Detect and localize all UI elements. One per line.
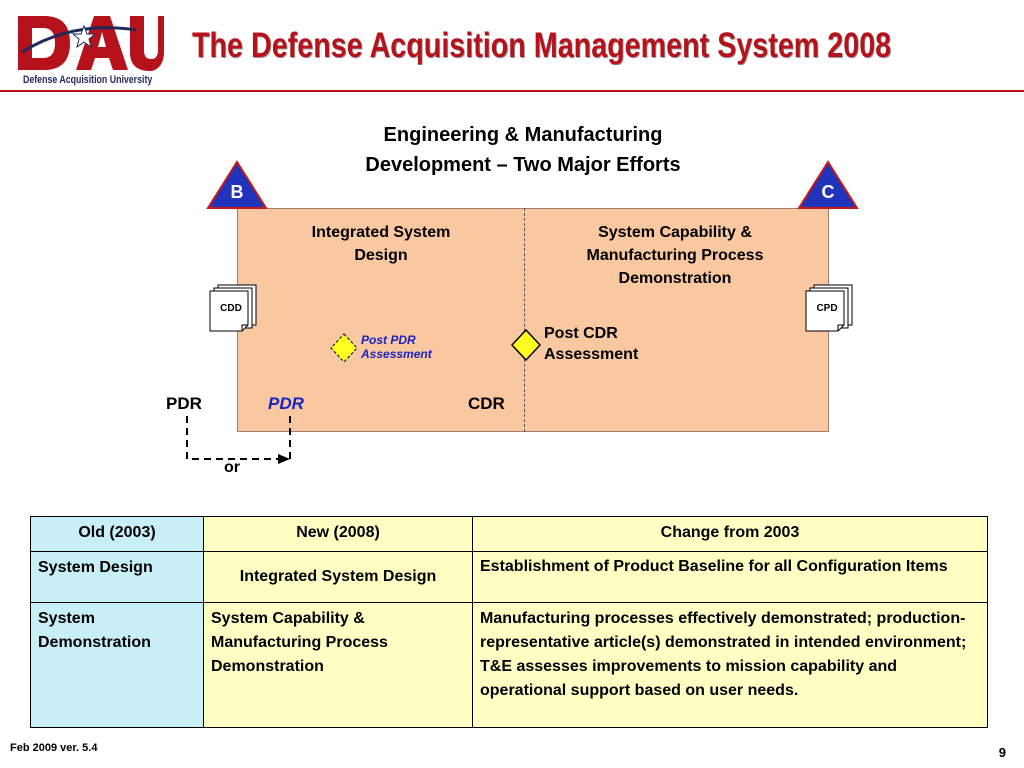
dau-logo-mark: [18, 16, 164, 71]
table-cell-new: Integrated System Design: [203, 551, 473, 603]
pdr-label: PDR: [166, 394, 202, 413]
header-new: New (2008): [203, 516, 473, 552]
document-stack-icon: [805, 284, 853, 332]
pdr-italic-label: PDR: [268, 394, 304, 413]
table-cell-change: Manufacturing processes effectively demo…: [472, 602, 988, 728]
footer-version: Feb 2009 ver. 5.4: [10, 742, 98, 754]
diagram-subtitle: Engineering & Manufacturing Development …: [280, 120, 766, 180]
page-number: 9: [998, 745, 1006, 760]
table-cell-new: System Capability & Manufacturing Proces…: [203, 602, 473, 728]
subtitle-line-1: Engineering & Manufacturing: [383, 124, 663, 146]
milestone-triangle-icon: [206, 160, 268, 209]
post-pdr-diamond: [330, 333, 358, 363]
left-phase-line-1: Integrated System: [311, 224, 451, 241]
subtitle-line-2: Development – Two Major Efforts: [365, 154, 681, 176]
milestone-c: C: [797, 160, 859, 210]
right-phase-label: System Capability & Manufacturing Proces…: [538, 221, 812, 290]
table-cell-old: System Demonstration: [30, 602, 204, 728]
post-cdr-diamond: [510, 328, 542, 362]
cdd-document-stack: CDD: [208, 283, 262, 335]
table-row: System Demonstration System Capability &…: [30, 602, 988, 728]
cdd-label: CDD: [220, 303, 242, 314]
post-cdr-line-1: Post CDR: [544, 325, 618, 342]
left-phase-label: Integrated System Design: [262, 221, 500, 267]
right-phase-line-2: Manufacturing Process: [586, 247, 764, 264]
header-divider: [0, 90, 1024, 92]
milestone-b: B: [206, 160, 268, 210]
milestone-b-label: B: [230, 182, 244, 202]
post-pdr-label: Post PDR Assessment: [361, 333, 432, 361]
milestone-triangle-icon: [797, 160, 859, 209]
post-pdr-line-2: Assessment: [361, 347, 432, 361]
emd-phase-box: [237, 208, 829, 432]
left-phase-line-2: Design: [354, 247, 408, 264]
cpd-label: CPD: [816, 303, 838, 314]
logo-subtext: Defense Acquisition University: [23, 74, 153, 86]
table-cell-change: Establishment of Product Baseline for al…: [472, 551, 988, 603]
right-phase-line-3: Demonstration: [618, 270, 732, 287]
right-phase-line-1: System Capability &: [598, 224, 752, 241]
table-cell-old: System Design: [30, 551, 204, 603]
or-label: or: [224, 459, 240, 476]
table-row: System Design Integrated System Design E…: [30, 551, 988, 603]
comparison-table: Old (2003) New (2008) Change from 2003 S…: [30, 516, 988, 728]
dau-logo: [14, 12, 164, 74]
header-change: Change from 2003: [472, 516, 988, 552]
page-title: The Defense Acquisition Management Syste…: [192, 26, 892, 65]
cdr-label: CDR: [468, 394, 505, 413]
document-stack-icon: [209, 284, 257, 332]
milestone-c-label: C: [821, 182, 835, 202]
post-cdr-label: Post CDR Assessment: [544, 323, 638, 365]
diamond-icon: [510, 328, 542, 362]
cpd-document-stack: CPD: [804, 283, 858, 335]
pdr-shift-arrow: [186, 416, 291, 464]
post-pdr-line-1: Post PDR: [361, 333, 416, 347]
post-cdr-line-2: Assessment: [544, 346, 639, 363]
table-header-row: Old (2003) New (2008) Change from 2003: [30, 516, 988, 552]
diamond-icon: [330, 333, 358, 363]
header-old: Old (2003): [30, 516, 204, 552]
cdr-divider-line: [524, 208, 525, 432]
